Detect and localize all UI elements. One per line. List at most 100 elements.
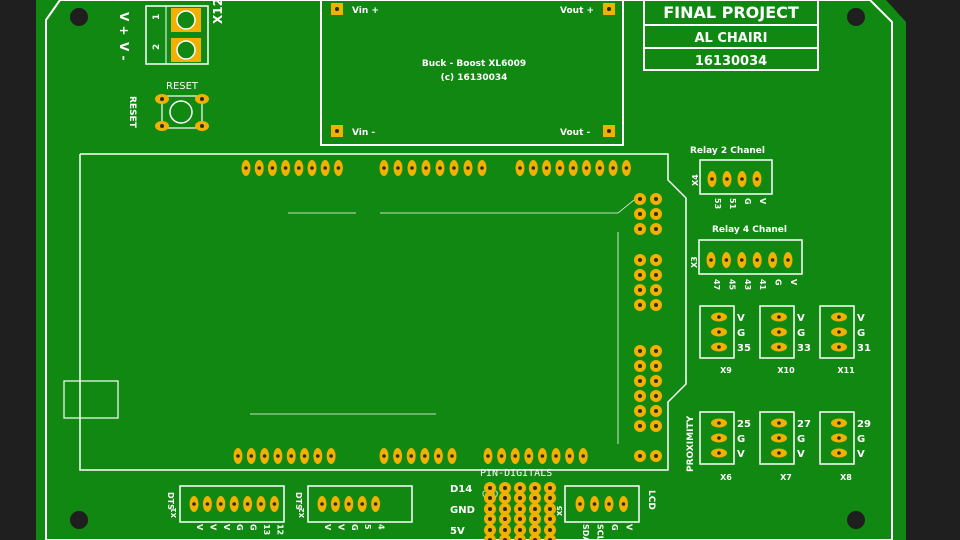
project-author: AL CHAIRI bbox=[694, 31, 767, 46]
pin-hole bbox=[654, 409, 658, 413]
pin-hole bbox=[480, 166, 484, 170]
dts-label: DTS bbox=[166, 492, 175, 510]
relay2-pin-label: V bbox=[758, 198, 767, 205]
pin-hole bbox=[423, 454, 427, 458]
pin-hole bbox=[777, 436, 781, 440]
pin-hole bbox=[777, 451, 781, 455]
pin-hole bbox=[717, 436, 721, 440]
sensor-ref: X8 bbox=[840, 473, 852, 482]
pin-hole bbox=[786, 258, 790, 262]
sensor-pin-label: G bbox=[797, 328, 805, 339]
project-id: 16130034 bbox=[695, 54, 767, 69]
pin-hole bbox=[488, 486, 492, 490]
pin-hole bbox=[755, 177, 759, 181]
pin-hole bbox=[710, 177, 714, 181]
pin-hole bbox=[654, 379, 658, 383]
pin-hole bbox=[654, 349, 658, 353]
pin-hole bbox=[724, 258, 729, 262]
pin-hole bbox=[621, 502, 626, 506]
dts-outline bbox=[179, 485, 285, 523]
relay4-pin-label: 47 bbox=[712, 279, 721, 290]
pin-hole bbox=[283, 166, 288, 170]
pin-hole bbox=[503, 486, 507, 490]
pin-hole bbox=[571, 166, 575, 170]
power-terminal: 1 2 X12 V + V - bbox=[117, 0, 225, 65]
dts-pin-label: G bbox=[249, 524, 258, 531]
pin-hole bbox=[548, 496, 552, 500]
pin-hole bbox=[382, 166, 386, 170]
digital-row-label: D14 bbox=[450, 484, 472, 495]
reset-side-label: RESET bbox=[127, 96, 137, 129]
pin-hole bbox=[638, 454, 642, 458]
pin-hole bbox=[777, 345, 781, 349]
arduino-shield bbox=[63, 153, 687, 471]
pin-hole bbox=[333, 502, 338, 506]
pin-hole bbox=[533, 496, 537, 500]
pin-hole bbox=[654, 273, 658, 277]
pin-hole bbox=[533, 486, 537, 490]
pin-hole bbox=[611, 166, 615, 170]
title-block: FINAL PROJECT AL CHAIRI 16130034 bbox=[643, 0, 819, 71]
pin-hole bbox=[518, 517, 522, 521]
pin-hole bbox=[654, 454, 658, 458]
pin-hole bbox=[310, 166, 314, 170]
pin-hole bbox=[316, 454, 320, 458]
lcd-outline bbox=[564, 485, 640, 523]
vin-minus-label: Vin - bbox=[352, 128, 375, 138]
buck-boost-module: Vin + Vout + Vin - Vout - Buck - Boost X… bbox=[320, 0, 624, 146]
pin-hole bbox=[717, 345, 721, 349]
sensor-ref: X6 bbox=[720, 473, 732, 482]
terminal-pin1: 1 bbox=[152, 14, 162, 20]
pin-hole bbox=[257, 166, 262, 170]
sensor-pin-label: V bbox=[737, 313, 745, 324]
lcd-pin-label: SDA bbox=[581, 524, 590, 540]
digital-row-label: GND bbox=[450, 505, 475, 516]
pin-hole bbox=[488, 496, 492, 500]
lcd-label: LCD bbox=[646, 490, 656, 510]
pin-hole bbox=[531, 166, 536, 170]
relay4-pin-label: 45 bbox=[727, 279, 736, 291]
pin-hole bbox=[717, 451, 721, 455]
sensor-ref: X9 bbox=[720, 366, 732, 375]
pin-hole bbox=[540, 454, 545, 458]
lcd-pin-label: G bbox=[610, 524, 619, 531]
sensor-pin-label: 27 bbox=[797, 419, 811, 430]
dts-outline bbox=[307, 485, 413, 523]
pin-hole bbox=[518, 528, 522, 532]
pin-hole bbox=[837, 421, 841, 425]
pin-hole bbox=[289, 454, 294, 458]
dts-pin-label: 5 bbox=[363, 524, 372, 530]
pin-hole bbox=[503, 496, 507, 500]
pin-hole bbox=[382, 454, 386, 458]
pin-hole bbox=[654, 197, 658, 201]
pin-hole bbox=[654, 288, 658, 292]
pin-hole bbox=[499, 454, 504, 458]
lcd-pin-label: V bbox=[625, 524, 634, 531]
sensor-outline bbox=[819, 305, 855, 359]
relay2-pin-label: 51 bbox=[728, 198, 737, 210]
pin-hole bbox=[837, 451, 841, 455]
lcd-pin-label: SCL bbox=[596, 524, 605, 540]
sensor-outline bbox=[759, 305, 795, 359]
pin-hole bbox=[270, 166, 275, 170]
module-name: Buck - Boost XL6009 bbox=[422, 59, 526, 69]
relay2-ref: X4 bbox=[691, 174, 700, 186]
pin-hole bbox=[424, 166, 428, 170]
dts-label: DTS bbox=[294, 492, 303, 510]
digital-pin-pad bbox=[484, 534, 496, 540]
sensor-pin-label: V bbox=[857, 313, 865, 324]
pin-hole bbox=[638, 409, 642, 413]
pin-hole bbox=[245, 502, 250, 506]
pin-hole bbox=[302, 454, 307, 458]
sensor-pin-label: 33 bbox=[797, 343, 811, 354]
sensor-pin-label: 25 bbox=[737, 419, 751, 430]
pin-hole bbox=[410, 166, 414, 170]
pin-hole bbox=[638, 273, 642, 277]
pin-hole bbox=[259, 502, 263, 506]
